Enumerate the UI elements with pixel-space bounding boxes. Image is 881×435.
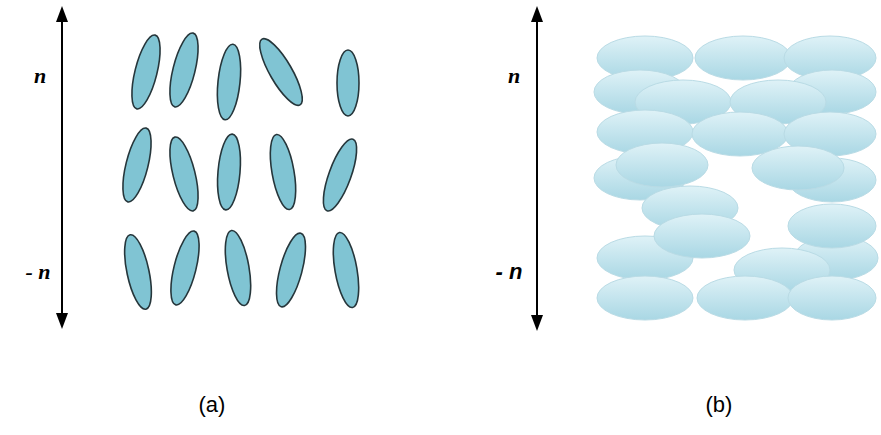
rod-molecule xyxy=(266,133,301,212)
disc-molecules xyxy=(594,36,878,320)
director-label: - n xyxy=(496,261,523,283)
rod-molecule xyxy=(117,125,157,204)
panel-label: (b) xyxy=(706,394,733,416)
rod-molecule xyxy=(221,229,256,308)
rod-molecules xyxy=(117,30,363,311)
rod-molecule xyxy=(337,50,359,116)
rod-molecule xyxy=(119,233,156,312)
disc-molecule xyxy=(788,204,876,248)
rod-molecule xyxy=(271,230,312,309)
disc-molecule xyxy=(616,143,708,187)
director-arrow xyxy=(56,6,68,329)
rod-molecule xyxy=(215,133,244,211)
disc-molecule xyxy=(788,276,876,320)
rod-molecule xyxy=(165,228,205,307)
arrow-shaft xyxy=(61,20,63,316)
arrow-head xyxy=(531,315,543,331)
rod-molecule xyxy=(329,231,364,310)
arrow-head xyxy=(56,6,68,22)
director-label: - n xyxy=(25,261,50,283)
director-label: n xyxy=(34,65,46,87)
disc-molecule xyxy=(695,36,791,80)
disc-molecule xyxy=(654,214,750,258)
rod-molecule xyxy=(252,34,309,111)
arrow-head xyxy=(531,6,543,22)
rod-molecule xyxy=(164,134,204,213)
director-arrow xyxy=(531,6,543,331)
rod-molecule xyxy=(214,43,244,121)
disc-molecule xyxy=(752,146,844,190)
rod-molecule xyxy=(317,136,364,215)
disc-molecule xyxy=(697,276,793,320)
rod-molecule xyxy=(126,32,166,111)
disc-molecule xyxy=(597,276,693,320)
arrow-head xyxy=(56,313,68,329)
rod-molecule xyxy=(164,30,204,109)
panel-label: (a) xyxy=(199,394,226,416)
arrow-shaft xyxy=(536,20,538,318)
director-label: n xyxy=(508,65,520,87)
